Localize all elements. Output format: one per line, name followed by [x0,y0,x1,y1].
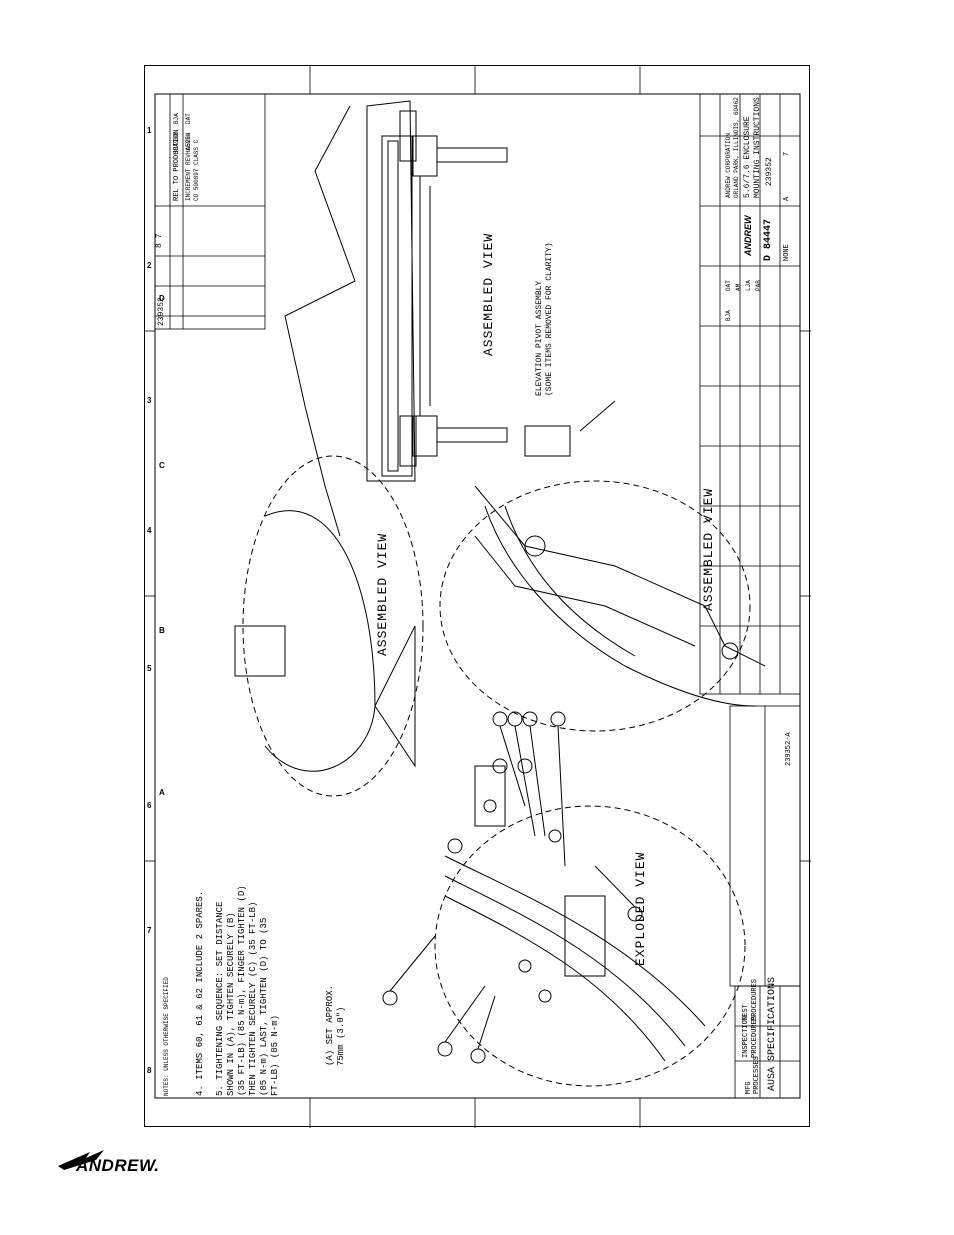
zone-letter-c: C [159,461,165,470]
pivot-assembly-view [439,400,766,732]
zone-number-8: 8 [147,1066,152,1075]
spec-procedures-2: PROCEDURES [751,978,759,1021]
exploded-view [382,711,746,1087]
title-sheet: 7 [783,151,791,156]
spec-processes: PROCESSES [753,1056,761,1094]
title-scale: NONE [783,244,791,261]
notes-header: NOTES: UNLESS OTHERWISE SPECIFIED [163,977,170,1096]
revision-block [154,93,266,330]
andrew-logo-icon [58,1150,104,1170]
pivot-label-line1: ELEVATION PIVOT ASSEMBLY [535,280,544,396]
revision-row-3: CO 500897 CLASS C [193,139,200,201]
note-item-5-line3: (35 FT-LB) (85 N-m), FINGER TIGHTEN (D) [237,885,247,1096]
title-name-3: AM [735,283,742,291]
exploded-view-label: EXPLODED VIEW [633,851,648,966]
assembled-view-label-pivot: ASSEMBLED VIEW [701,487,716,611]
note-item-5-line6: FT-LB) (85 N-m) [270,1014,280,1096]
title-dwg-number: D 84447 [763,218,774,261]
zone-number-3: 3 [147,396,152,405]
title-company-line1: ANDREW CORPORATION [725,133,732,198]
revision-doc-number: 239352 [157,297,166,326]
title-name-1: BJA [725,310,732,321]
title-name-2: DAT [725,280,732,291]
assembled-view-label-dish: ASSEMBLED VIEW [375,532,390,656]
zone-number-1: 1 [147,126,152,135]
note-item-5-line5: (85 N-m) LAST, TIGHTEN (D) TO (35 [259,917,269,1096]
drawing-sheet: D C B A 8 7 6 5 4 3 2 1 NOTES: UNLESS OT… [144,65,811,1128]
spec-test: TEST [742,1004,750,1021]
spec-doc-ref: 239352-A [785,732,793,766]
andrew-brand-text: ANDREW. [76,1156,160,1175]
assembled-view-label-section: ASSEMBLED VIEW [481,232,496,356]
zone-number-6: 6 [147,801,152,810]
title-rev: A [783,196,791,201]
specifications-block [734,985,801,1099]
title-block [699,93,801,987]
set-approx-line1: (A) SET APPROX. [325,984,335,1066]
spec-inspection: INSPECTION [742,1015,750,1058]
revision-sheet: 8 7 [155,233,164,248]
title-product-line1: 5.6/7.6 ENCLOSURE [743,116,752,198]
zone-number-7: 7 [147,926,152,935]
assembled-view-section [284,100,508,537]
note-item-5-line4: THEN TIGHTEN SECURELY (C) (35 FT-LB) [248,901,258,1096]
revision-approval-2: DAT [185,113,192,124]
zone-number-2: 2 [147,261,152,270]
revision-approval-1: BJA [173,113,180,124]
assembled-view-dish [234,455,424,797]
note-item-5-line2: SHOWN IN (A), TIGHTEN SECURELY (B) [226,912,236,1096]
zone-letter-b: B [159,626,165,635]
title-name-5: PAB [755,280,762,291]
title-brand: ANDREW [743,215,753,257]
note-item-5-line1: 5. TIGHTENING SEQUENCE: SET DISTANCE [215,901,225,1096]
technical-drawing [145,66,811,1128]
spec-title: AUSA SPECIFICATIONS [767,976,778,1091]
title-product-line2: MOUNTING INSTRUCTIONS [753,97,762,198]
spec-mfg: MFG [745,1081,753,1094]
set-approx-line2: 75mm (3.0") [336,1006,346,1066]
title-name-4: LJA [745,280,752,291]
zone-number-5: 5 [147,664,152,673]
zone-letter-a: A [159,788,165,797]
spec-procedures: PROCEDURES [751,1015,759,1058]
title-company-line2: ORLAND PARK, ILLINOIS, 60462 [733,97,740,198]
revision-date-1: SHA998 [173,132,180,154]
zone-number-4: 4 [147,526,152,535]
zone-letter-d: D [159,294,165,303]
title-doc-number: 239352 [765,157,774,186]
revision-date-2: HA5294 [185,132,192,154]
note-item-4: 4. ITEMS 60, 61 & 62 INCLUDE 2 SPARES. [195,890,205,1096]
pivot-label-line2: (SOME ITEMS REMOVED FOR CLARITY) [545,242,554,396]
